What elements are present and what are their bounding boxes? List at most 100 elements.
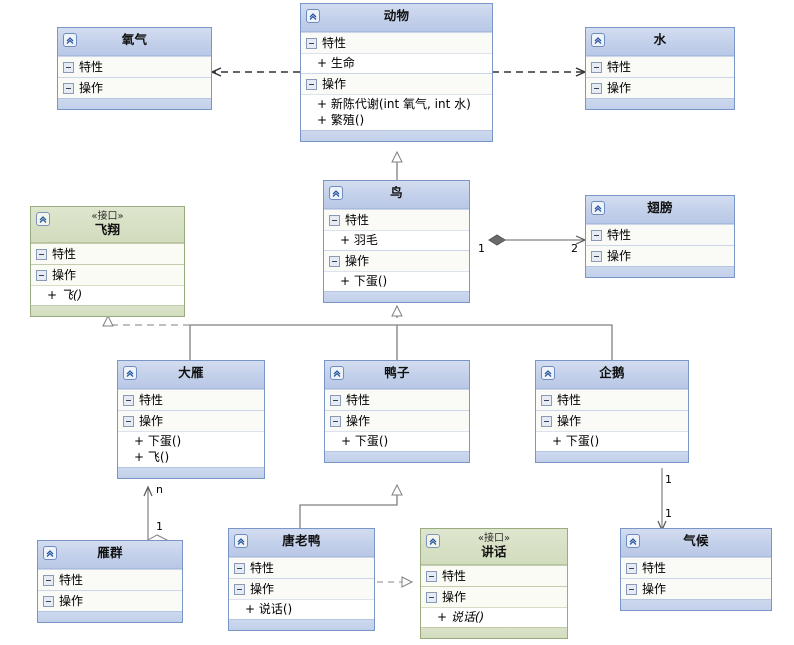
attributes-compartment-donaldduck[interactable]: 特性: [229, 557, 374, 578]
collapse-minus-icon[interactable]: [591, 229, 602, 241]
edge-label-association-source: 1: [665, 473, 672, 486]
operations-compartment-donaldduck[interactable]: 操作: [229, 578, 374, 599]
interface-name-speak: 讲话: [481, 544, 507, 559]
class-header-duck: 鸭子: [325, 361, 469, 389]
class-header-oxygen: 氧气: [58, 28, 211, 56]
collapse-minus-icon[interactable]: [426, 591, 437, 603]
collapse-minus-icon[interactable]: [43, 595, 54, 607]
collapse-minus-icon[interactable]: [234, 583, 245, 595]
operation-item: + 繁殖(): [317, 113, 365, 127]
collapse-minus-icon[interactable]: [43, 574, 54, 586]
edge-subbirds-to-bird: [189, 304, 613, 360]
collapse-minus-icon[interactable]: [36, 248, 47, 260]
class-box-bird[interactable]: 鸟 特性 + 羽毛 操作 + 下蛋(): [323, 180, 470, 303]
class-box-geeseflock[interactable]: 雁群 特性 操作: [37, 540, 183, 623]
operations-compartment-bird[interactable]: 操作: [324, 250, 469, 271]
collapse-minus-icon[interactable]: [123, 394, 134, 406]
class-box-penguin[interactable]: 企鹅 特性 操作 + 下蛋(): [535, 360, 689, 463]
operations-compartment-speak[interactable]: 操作: [421, 586, 567, 607]
class-name-wildgoose: 大雁: [178, 365, 204, 380]
operations-list-wildgoose: + 下蛋() + 飞(): [118, 431, 264, 467]
operations-compartment-wildgoose[interactable]: 操作: [118, 410, 264, 431]
operations-compartment-fly[interactable]: 操作: [31, 264, 184, 285]
class-box-animal[interactable]: 动物 特性 + 生命 操作 + 新陈代谢(int 氧气, int 水) + 繁殖…: [300, 3, 493, 142]
operations-label: 操作: [607, 249, 632, 263]
class-box-duck[interactable]: 鸭子 特性 操作 + 下蛋(): [324, 360, 470, 463]
operations-compartment-penguin[interactable]: 操作: [536, 410, 688, 431]
operations-label: 操作: [557, 414, 582, 428]
class-chevron-icon: [591, 201, 605, 215]
class-name-bird: 鸟: [390, 185, 403, 200]
attributes-label: 特性: [607, 228, 632, 242]
attributes-label: 特性: [642, 561, 667, 575]
class-header-wildgoose: 大雁: [118, 361, 264, 389]
class-box-wing[interactable]: 翅膀 特性 操作: [585, 195, 735, 278]
attributes-label: 特性: [79, 60, 104, 74]
class-footer: [229, 619, 374, 630]
class-name-climate: 气候: [683, 533, 709, 548]
attributes-compartment-wildgoose[interactable]: 特性: [118, 389, 264, 410]
collapse-minus-icon[interactable]: [541, 415, 552, 427]
collapse-minus-icon[interactable]: [591, 250, 602, 262]
class-header-donaldduck: 唐老鸭: [229, 529, 374, 557]
collapse-minus-icon[interactable]: [123, 415, 134, 427]
collapse-minus-icon[interactable]: [63, 61, 74, 73]
class-box-donaldduck[interactable]: 唐老鸭 特性 操作 + 说话(): [228, 528, 375, 631]
operations-compartment-water[interactable]: 操作: [586, 77, 734, 98]
collapse-minus-icon[interactable]: [330, 394, 341, 406]
operations-compartment-oxygen[interactable]: 操作: [58, 77, 211, 98]
operation-item: + 下蛋(): [552, 434, 600, 448]
collapse-minus-icon[interactable]: [63, 82, 74, 94]
attributes-compartment-speak[interactable]: 特性: [421, 565, 567, 586]
edge-label-aggregation-n: n: [156, 483, 163, 496]
attributes-compartment-penguin[interactable]: 特性: [536, 389, 688, 410]
class-box-water[interactable]: 水 特性 操作: [585, 27, 735, 110]
collapse-minus-icon[interactable]: [330, 415, 341, 427]
attributes-label: 特性: [345, 213, 370, 227]
operation-item: + 飞(): [47, 288, 83, 302]
attributes-list-bird: + 羽毛: [324, 230, 469, 250]
attributes-compartment-bird[interactable]: 特性: [324, 209, 469, 230]
collapse-minus-icon[interactable]: [541, 394, 552, 406]
collapse-minus-icon[interactable]: [306, 37, 317, 49]
operations-compartment-geeseflock[interactable]: 操作: [38, 590, 182, 611]
collapse-minus-icon[interactable]: [626, 562, 637, 574]
class-name-oxygen: 氧气: [121, 32, 148, 47]
attributes-label: 特性: [346, 393, 371, 407]
interface-box-speak[interactable]: «接口» 讲话 特性 操作 + 说话(): [420, 528, 568, 639]
operations-compartment-animal[interactable]: 操作: [301, 73, 492, 94]
edge-label-aggregation-1: 1: [156, 520, 163, 533]
collapse-minus-icon[interactable]: [591, 82, 602, 94]
attributes-compartment-duck[interactable]: 特性: [325, 389, 469, 410]
attributes-compartment-oxygen[interactable]: 特性: [58, 56, 211, 77]
attributes-compartment-climate[interactable]: 特性: [621, 557, 771, 578]
operations-compartment-duck[interactable]: 操作: [325, 410, 469, 431]
attributes-compartment-geeseflock[interactable]: 特性: [38, 569, 182, 590]
stereotype-label: «接口»: [91, 211, 124, 222]
collapse-minus-icon[interactable]: [626, 583, 637, 595]
interface-box-fly[interactable]: «接口» 飞翔 特性 操作 + 飞(): [30, 206, 185, 317]
operations-label: 操作: [250, 582, 275, 596]
class-name-donaldduck: 唐老鸭: [282, 533, 321, 548]
collapse-minus-icon[interactable]: [234, 562, 245, 574]
collapse-minus-icon[interactable]: [329, 255, 340, 267]
class-footer: [325, 451, 469, 462]
attributes-compartment-water[interactable]: 特性: [586, 56, 734, 77]
collapse-minus-icon[interactable]: [426, 570, 437, 582]
collapse-minus-icon[interactable]: [329, 214, 340, 226]
attributes-compartment-fly[interactable]: 特性: [31, 243, 184, 264]
operation-item: + 说话(): [437, 610, 485, 624]
class-box-wildgoose[interactable]: 大雁 特性 操作 + 下蛋() + 飞(): [117, 360, 265, 479]
class-chevron-icon: [591, 33, 605, 47]
collapse-minus-icon[interactable]: [306, 78, 317, 90]
operations-compartment-wing[interactable]: 操作: [586, 245, 734, 266]
class-box-climate[interactable]: 气候 特性 操作: [620, 528, 772, 611]
operations-compartment-climate[interactable]: 操作: [621, 578, 771, 599]
class-box-oxygen[interactable]: 氧气 特性 操作: [57, 27, 212, 110]
attributes-compartment-animal[interactable]: 特性: [301, 32, 492, 53]
attributes-compartment-wing[interactable]: 特性: [586, 224, 734, 245]
class-header-penguin: 企鹅: [536, 361, 688, 389]
collapse-minus-icon[interactable]: [36, 269, 47, 281]
edge-wildgoose-to-fly: [102, 314, 190, 327]
collapse-minus-icon[interactable]: [591, 61, 602, 73]
